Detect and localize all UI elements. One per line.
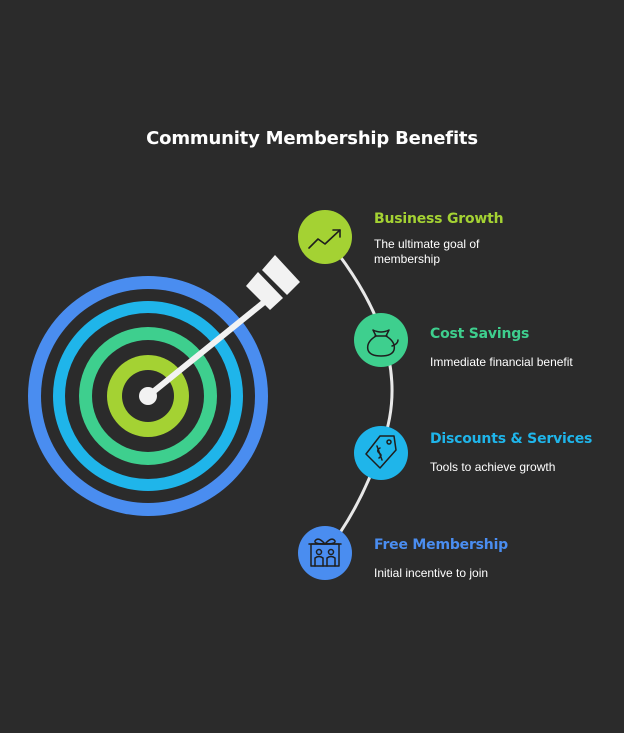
arrow-icon <box>139 255 300 405</box>
free-membership-circle <box>298 526 352 580</box>
cost-savings-title: Cost Savings <box>430 326 530 342</box>
discounts-services-title: Discounts & Services <box>430 431 593 447</box>
price-tag-icon <box>365 435 397 469</box>
cost-savings-description: Immediate financial benefit <box>430 355 573 369</box>
free-membership-title: Free Membership <box>374 537 508 553</box>
business-growth-circle <box>298 210 352 264</box>
discounts-services-circle <box>354 426 408 480</box>
money-bag-icon <box>366 329 399 357</box>
trend-up-icon <box>308 229 341 249</box>
cost-savings-circle <box>354 313 408 367</box>
business-growth-description: The ultimate goal of membership <box>374 237 480 266</box>
timeline-arc <box>323 236 394 554</box>
business-growth-title: Business Growth <box>374 211 504 227</box>
page-title: Community Membership Benefits <box>146 128 478 149</box>
discounts-services-description: Tools to achieve growth <box>430 460 556 474</box>
gift-box-icon <box>308 538 342 567</box>
free-membership-description: Initial incentive to join <box>374 566 489 580</box>
